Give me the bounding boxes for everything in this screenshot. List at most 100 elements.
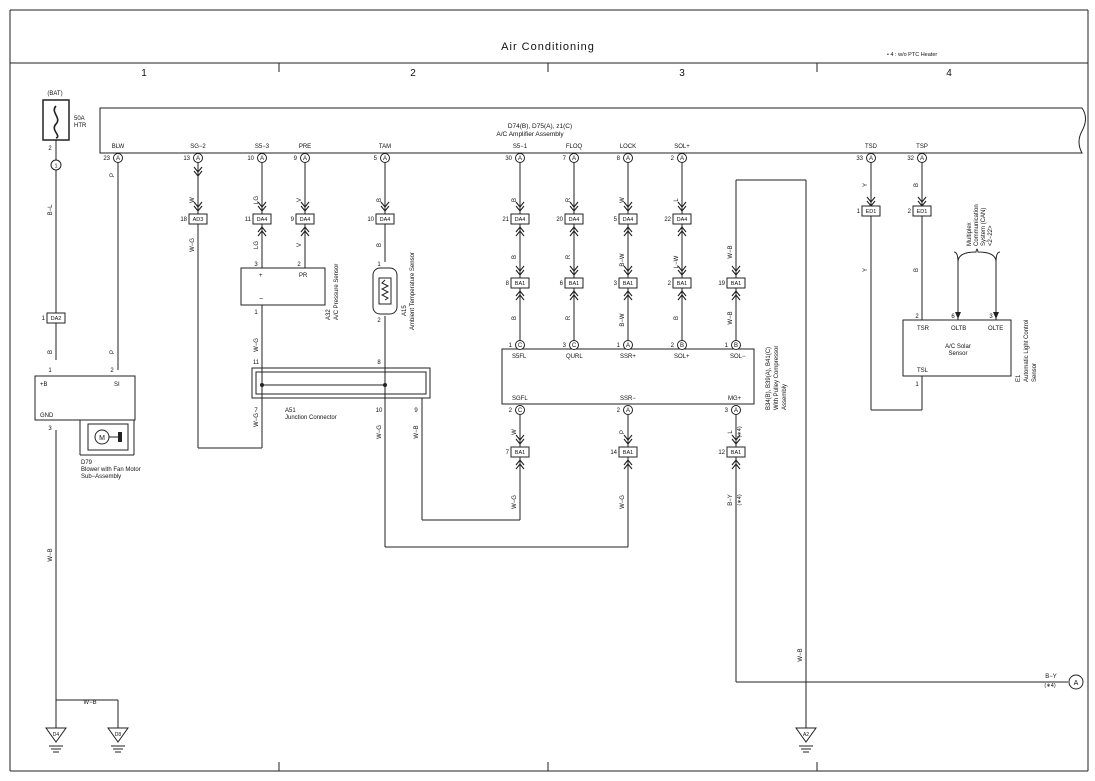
arrow-icon	[623, 290, 633, 301]
compressor-connector	[677, 340, 687, 350]
wire-color: B	[512, 316, 518, 320]
pin-number: 2	[377, 318, 381, 324]
inline-pin: 5	[614, 217, 618, 223]
wire-color: W	[620, 197, 626, 203]
inline-pin: 21	[502, 217, 509, 223]
inline-connector	[564, 213, 584, 225]
compressor-connector	[623, 340, 633, 350]
ambient-sensor-desc: Ambient Temperature Sensor	[410, 252, 416, 330]
pin-number: 3	[48, 426, 52, 432]
pin-number: 1	[377, 262, 381, 268]
inline-pin: 1	[857, 209, 861, 215]
pin-number: 11	[253, 360, 260, 366]
terminal-name: BLW	[112, 144, 125, 150]
compressor-connector	[731, 405, 741, 415]
fuse-rating: 50A	[74, 116, 85, 122]
compressor-code: B34(B), B39(A), B41(C)	[766, 347, 772, 410]
splice-dot	[260, 383, 264, 387]
pin-number: 3	[254, 262, 258, 268]
terminal-connector	[866, 153, 876, 163]
compressor-connector	[623, 405, 633, 415]
footnote: • 4 : w/o PTC Heater	[887, 52, 937, 58]
terminal-connector-letter: A	[572, 156, 576, 162]
terminal-connector	[300, 153, 310, 163]
terminal-connector	[569, 153, 579, 163]
column-number: 2	[410, 68, 416, 79]
compressor-terminal: MG+	[728, 396, 742, 402]
inline-connector-label: AD3	[193, 217, 204, 223]
compressor-connector	[515, 405, 525, 415]
blower-box	[34, 375, 136, 421]
terminal-connector-letter: A	[626, 156, 630, 162]
inline-connector	[726, 446, 746, 458]
wire-color: R	[566, 197, 572, 202]
inline-connector	[188, 213, 208, 225]
inline-pin: 6	[560, 281, 564, 287]
terminal-pin: 30	[505, 156, 512, 162]
inline-pin: 2	[908, 209, 912, 215]
terminal-connector	[623, 153, 633, 163]
pin-number: 10	[376, 408, 383, 414]
wire-color: B	[512, 198, 518, 202]
terminal-name: FLOQ	[566, 144, 583, 150]
terminal-pin: 32	[907, 156, 914, 162]
solar-desc: A/C Solar	[945, 344, 971, 350]
fuse-icon	[53, 105, 59, 139]
arrow-icon	[677, 290, 687, 301]
terminal-pin: 9	[294, 156, 298, 162]
inline-pin: 8	[506, 281, 510, 287]
terminal-connector	[380, 153, 390, 163]
compressor-pin: 2	[617, 408, 621, 414]
solar-pin: OLTB	[951, 326, 966, 332]
terminal-connector	[257, 153, 267, 163]
wire-color: Y	[863, 183, 869, 187]
inline-connector-label: DA4	[677, 217, 688, 223]
pressure-sensor-pin: PR	[299, 273, 308, 279]
pin-number: 2	[48, 146, 52, 152]
compressor-connector-letter: C	[572, 343, 577, 349]
pin-number: 9	[414, 408, 418, 414]
wire-color: W−B	[728, 245, 734, 258]
motor-brush	[118, 432, 122, 442]
wire-color: W	[512, 429, 518, 435]
diagram-title: Air Conditioning	[501, 41, 595, 53]
terminal-connector-letter: A	[518, 156, 522, 162]
inline-connector	[618, 446, 638, 458]
multiplex-label: <2−22>	[988, 225, 994, 246]
compressor-terminal: SOL−	[730, 354, 746, 360]
compressor-pin: 1	[509, 343, 513, 349]
inline-pin: 2	[668, 281, 672, 287]
inline-connector-label: BA1	[623, 281, 633, 287]
arrow-icon	[731, 290, 741, 301]
wire-color: W−G	[620, 495, 626, 509]
multiplex-label: System (CAN)	[981, 208, 987, 246]
column-number: 1	[141, 68, 147, 79]
compressor-terminal: SSR−	[620, 396, 636, 402]
pressure-sensor-box	[240, 267, 326, 306]
arrow-icon	[731, 265, 741, 276]
wire-color: Y	[863, 268, 869, 272]
inline-pin: 1	[42, 316, 46, 322]
multiplex-label: Communication	[974, 204, 980, 246]
arrow-icon	[193, 201, 203, 212]
wire-color: V	[297, 243, 303, 247]
arrow-icon	[193, 166, 203, 177]
terminal-connector-letter: A	[920, 156, 924, 162]
terminal-name: TAM	[379, 144, 391, 150]
arrow-icon	[569, 265, 579, 276]
terminal-pin: 2	[671, 156, 675, 162]
terminal-name: S5−3	[255, 144, 270, 150]
compressor-terminal: SSR+	[620, 354, 636, 360]
connector-a-label: A	[1074, 680, 1079, 687]
junction-desc: Junction Connector	[285, 415, 337, 421]
inline-connector	[46, 312, 66, 324]
wire-color: LG	[254, 196, 260, 204]
inline-pin: 7	[506, 450, 510, 456]
inline-pin: 20	[556, 217, 563, 223]
pin-number: 2	[915, 314, 919, 320]
inline-connector-label: DA4	[257, 217, 268, 223]
compressor-connector	[569, 340, 579, 350]
compressor-pin: 3	[563, 343, 567, 349]
solar-pin: TSR	[917, 326, 930, 332]
inline-connector	[912, 205, 932, 217]
